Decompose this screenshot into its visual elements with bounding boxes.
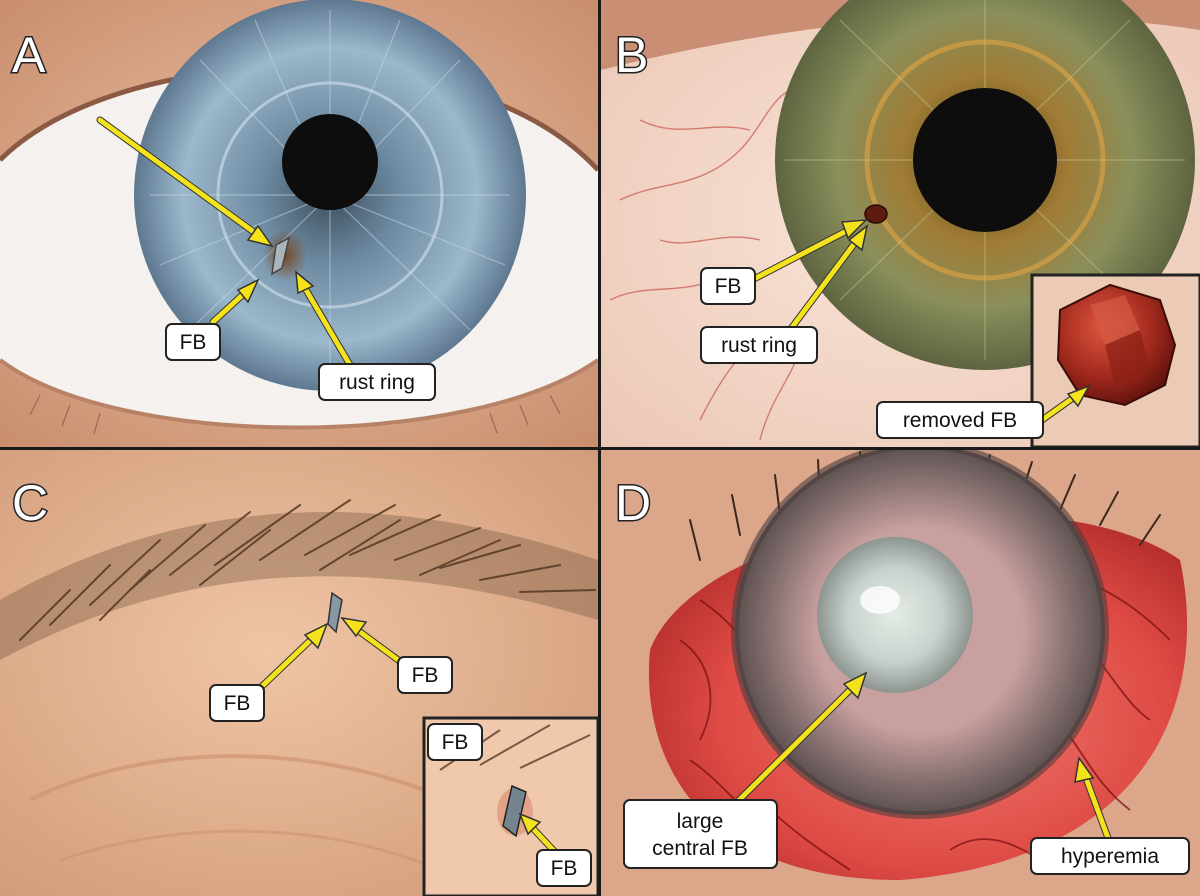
panel-b-removed-fb-label: removed FB bbox=[876, 401, 1044, 439]
panel-d-large-central-label: large central FB bbox=[623, 799, 778, 869]
panel-a-fb-metal bbox=[271, 236, 291, 276]
panel-c-inset-fb bbox=[502, 784, 527, 838]
svg-text:FB: FB bbox=[412, 664, 439, 687]
panel-d-hyperemia-label: hyperemia bbox=[1030, 837, 1190, 875]
panel-b-collarette bbox=[864, 39, 1106, 281]
panel-c-inset-fb-top-label: FB bbox=[427, 723, 483, 761]
horizontal-divider bbox=[0, 447, 1200, 450]
svg-text:rust ring: rust ring bbox=[721, 334, 797, 357]
panel-c-fb-metal bbox=[327, 591, 343, 634]
svg-text:FB: FB bbox=[224, 692, 251, 715]
panel-d: large central FB hyperemia D bbox=[601, 450, 1200, 896]
panel-a-lower-lid bbox=[0, 358, 598, 430]
panel-d-central-fb bbox=[817, 537, 973, 693]
panel-b-letter: B bbox=[615, 27, 648, 83]
panel-a-collarette bbox=[216, 81, 444, 309]
svg-text:large: large bbox=[677, 810, 724, 833]
panel-c-lid-crease bbox=[29, 754, 471, 812]
panel-c-fb-left-label: FB bbox=[209, 684, 265, 722]
svg-text:FB: FB bbox=[551, 857, 578, 880]
panel-c-right-arrow bbox=[349, 623, 408, 668]
panel-a-rust-ring-label: rust ring bbox=[318, 363, 436, 401]
svg-text:rust ring: rust ring bbox=[339, 371, 415, 394]
panel-b-upper-lid bbox=[601, 0, 1200, 70]
panel-a-fb-label: FB bbox=[165, 323, 221, 361]
panel-c-left-arrow bbox=[255, 630, 321, 693]
panel-a-letter: A bbox=[12, 27, 46, 83]
svg-text:FB: FB bbox=[442, 731, 469, 754]
panel-a-long-arrow bbox=[97, 117, 265, 241]
panel-a-rust-arrow bbox=[299, 280, 353, 368]
svg-text:removed FB: removed FB bbox=[903, 409, 1017, 432]
svg-text:hyperemia: hyperemia bbox=[1061, 845, 1159, 868]
panel-b-rust-arrow bbox=[787, 233, 863, 333]
panel-b-fb-spot bbox=[864, 204, 888, 224]
panel-c-eyebrow bbox=[19, 499, 596, 641]
panel-b: FB rust ring removed FB B bbox=[601, 0, 1200, 447]
panel-d-hyperemia-arrow bbox=[1080, 767, 1111, 841]
svg-text:FB: FB bbox=[180, 331, 207, 354]
panel-c: FB FB FB FB C bbox=[0, 450, 598, 896]
panel-a-lower-lashes bbox=[29, 394, 561, 435]
panel-b-inset bbox=[1030, 273, 1200, 447]
panel-b-fb-label: FB bbox=[700, 267, 756, 305]
panel-c-arrows bbox=[254, 616, 559, 856]
svg-text:FB: FB bbox=[715, 275, 742, 298]
panel-c-fb-right-label: FB bbox=[397, 656, 453, 694]
panel-a: FB rust ring A bbox=[0, 0, 598, 447]
panel-d-letter: D bbox=[615, 475, 651, 531]
panel-c-letter: C bbox=[12, 475, 48, 531]
panel-a-pupil bbox=[282, 114, 378, 210]
panel-b-rust-ring-label: rust ring bbox=[700, 326, 818, 364]
panel-b-pupil bbox=[913, 88, 1057, 232]
panel-c-inset-fb-bottom-label: FB bbox=[536, 849, 592, 887]
panel-a-arrows bbox=[96, 116, 354, 369]
panel-b-fb-arrow bbox=[749, 223, 859, 283]
panel-b-arrows bbox=[748, 219, 1091, 424]
svg-text:central FB: central FB bbox=[652, 837, 748, 860]
